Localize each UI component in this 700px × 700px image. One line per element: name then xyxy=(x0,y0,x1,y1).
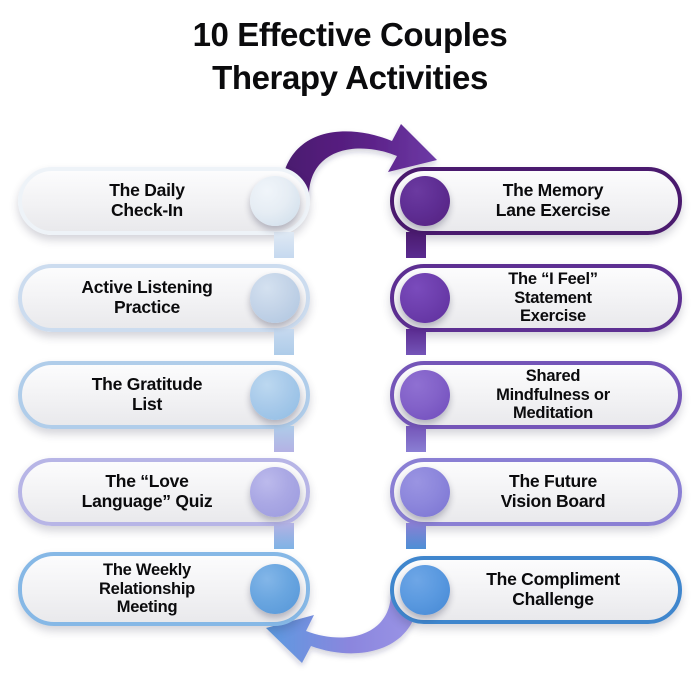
activity-label-6: The Memory Lane Exercise xyxy=(495,180,611,220)
connector-left-4-5 xyxy=(274,523,294,549)
activity-label-4: The “Love Language” Quiz xyxy=(81,471,213,511)
activity-dot-10 xyxy=(400,565,450,615)
activity-dot-8 xyxy=(400,370,450,420)
activity-label-10: The Compliment Challenge xyxy=(486,569,620,609)
connector-left-3-4 xyxy=(274,426,294,452)
activity-label-7: The “I Feel” Statement Exercise xyxy=(508,269,598,326)
connector-right-3-4 xyxy=(406,426,426,452)
connector-left-2-3 xyxy=(274,329,294,355)
activity-item-3[interactable]: The Gratitude List xyxy=(18,361,310,429)
activity-dot-5 xyxy=(250,564,300,614)
connector-right-4-5 xyxy=(406,523,426,549)
page-title: 10 Effective Couples Therapy Activities xyxy=(0,14,700,100)
activity-label-9: The Future Vision Board xyxy=(500,471,606,511)
activity-dot-3 xyxy=(250,370,300,420)
activity-dot-1 xyxy=(250,176,300,226)
connector-right-2-3 xyxy=(406,329,426,355)
page-title-line-2: Therapy Activities xyxy=(212,58,488,96)
activity-item-4[interactable]: The “Love Language” Quiz xyxy=(18,458,310,526)
connector-left-1-2 xyxy=(274,232,294,258)
activity-dot-9 xyxy=(400,467,450,517)
activity-dot-4 xyxy=(250,467,300,517)
activity-dot-6 xyxy=(400,176,450,226)
connector-right-1-2 xyxy=(406,232,426,258)
activity-label-1: The Daily Check-In xyxy=(109,180,185,220)
activity-label-2: Active Listening Practice xyxy=(81,277,213,317)
activity-label-8: Shared Mindfulness or Meditation xyxy=(496,366,610,423)
activity-label-3: The Gratitude List xyxy=(91,374,203,414)
activity-label-5: The Weekly Relationship Meeting xyxy=(98,560,195,617)
activity-dot-2 xyxy=(250,273,300,323)
activity-dot-7 xyxy=(400,273,450,323)
activity-item-7[interactable]: The “I Feel” Statement Exercise xyxy=(390,264,682,332)
page-title-line-1: 10 Effective Couples xyxy=(192,16,508,53)
